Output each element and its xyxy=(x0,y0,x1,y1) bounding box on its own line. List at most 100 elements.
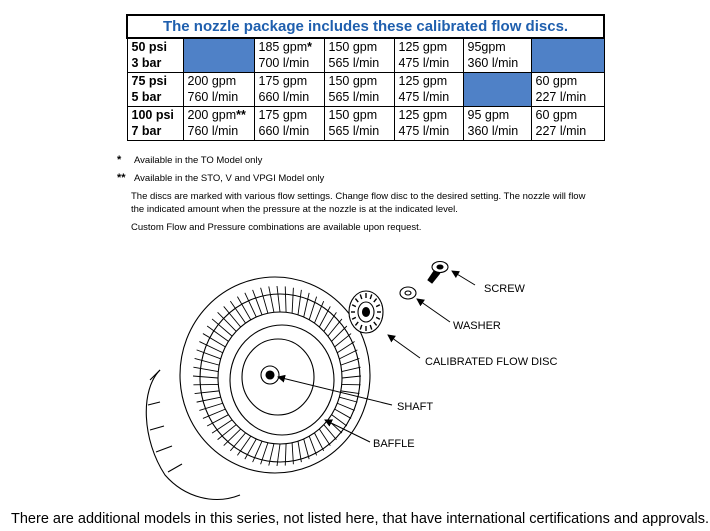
ring-tooth xyxy=(237,296,252,321)
gpm-value: 60 gpm xyxy=(535,74,578,88)
custom-flow-paragraph: Custom Flow and Pressure combinations ar… xyxy=(131,222,422,233)
baffle-leader xyxy=(324,419,371,443)
bar-value: 7 bar xyxy=(131,124,162,138)
ring-tooth xyxy=(202,408,226,419)
lpm-value: 565 l/min xyxy=(328,56,380,70)
ring-tooth xyxy=(229,300,246,324)
lpm-value: 360 l/min xyxy=(467,56,519,70)
lpm-value: 660 l/min xyxy=(258,124,310,138)
ring-tooth xyxy=(314,432,325,452)
bumper-ring xyxy=(179,276,371,474)
footnote-symbol: * xyxy=(117,154,122,166)
screw-label: SCREW xyxy=(484,283,525,295)
ring-tooth xyxy=(323,424,337,440)
gpm-value: 175 gpm xyxy=(258,74,308,88)
table-title: The nozzle package includes these calibr… xyxy=(125,14,606,39)
ring-tooth xyxy=(323,312,337,332)
flow-cell: 60 gpm 227 l/min xyxy=(530,72,605,107)
ring-tooth xyxy=(318,306,331,328)
shaft-label: SHAFT xyxy=(397,401,434,413)
ring-tooth xyxy=(194,390,220,395)
gpm-value: 150 gpm xyxy=(328,74,378,88)
disc-instructions-paragraph: The discs are marked with various flow s… xyxy=(131,191,586,215)
flow-cell: 200 gpm 760 l/min xyxy=(182,72,255,107)
ring-tooth xyxy=(339,396,358,403)
flow-cell: 150 gpm 565 l/min xyxy=(323,37,395,73)
ring-tooth xyxy=(334,333,352,348)
disc-marking xyxy=(369,294,373,300)
gpm-value: 150 gpm xyxy=(328,108,378,122)
ring-tooth xyxy=(314,300,325,324)
ring-tooth xyxy=(194,358,220,366)
lpm-value: 660 l/min xyxy=(258,90,310,104)
availability-mark: * xyxy=(307,40,313,54)
lpm-value: 760 l/min xyxy=(187,124,239,138)
disc-marking xyxy=(359,294,363,300)
ring-tooth xyxy=(276,285,281,313)
psi-value: 100 psi xyxy=(131,108,174,122)
ring-tooth xyxy=(284,286,287,313)
unavailable-cell xyxy=(530,37,605,73)
baffle-label: BAFFLE xyxy=(373,438,415,450)
ring-tooth xyxy=(268,286,275,313)
ring-tooth xyxy=(223,428,241,446)
screw-leader xyxy=(451,270,476,286)
footnote-symbol: ** xyxy=(117,172,126,184)
ring-tooth xyxy=(308,296,318,320)
ring-tooth xyxy=(202,333,226,348)
ring-tooth xyxy=(244,292,257,318)
bar-value: 3 bar xyxy=(131,56,162,70)
ring-tooth xyxy=(252,289,263,316)
ring-tooth xyxy=(303,438,310,460)
ring-tooth xyxy=(297,441,302,463)
ring-tooth xyxy=(318,428,331,446)
footnote-text: Available in the STO, V and VPGI Model o… xyxy=(134,173,325,184)
ring-tooth xyxy=(196,349,221,360)
ring-tooth xyxy=(341,366,361,372)
ring-tooth xyxy=(339,349,358,360)
ring-tooth xyxy=(199,402,223,411)
gpm-value: 150 gpm xyxy=(328,40,378,54)
washer-label: WASHER xyxy=(453,320,501,332)
ring-tooth xyxy=(223,306,242,328)
flow-cell: 175 gpm 660 l/min xyxy=(253,72,325,107)
lpm-value: 760 l/min xyxy=(187,90,239,104)
lpm-value: 565 l/min xyxy=(328,90,380,104)
ring-tooth xyxy=(199,341,223,354)
footnote-double-star: ** Available in the STO, V and VPGI Model… xyxy=(117,172,324,185)
ring-tooth xyxy=(276,443,281,467)
ring-tooth xyxy=(327,318,343,337)
ring-tooth xyxy=(340,390,360,395)
gpm-value: 125 gpm xyxy=(398,40,448,54)
disc-marking xyxy=(373,321,378,326)
ring-tooth xyxy=(260,287,269,314)
flow-cell: 150 gpm 565 l/min xyxy=(323,72,395,107)
gpm-value: 95gpm xyxy=(467,40,506,54)
lpm-value: 475 l/min xyxy=(398,124,450,138)
ring-tooth xyxy=(252,440,263,463)
ring-tooth xyxy=(284,443,287,466)
gpm-value: 200 gpm** xyxy=(187,108,246,122)
ring-tooth xyxy=(244,438,257,460)
washer-leader xyxy=(416,298,451,323)
ring-tooth xyxy=(229,432,246,452)
disc-marking xyxy=(375,316,381,320)
gpm-value: 200 gpm xyxy=(187,74,237,88)
ring-tooth xyxy=(206,414,229,427)
gpm-value: 125 gpm xyxy=(398,74,448,88)
disc-marking xyxy=(351,316,357,320)
footnote-text: Available in the TO Model only xyxy=(134,155,263,166)
ring-tooth xyxy=(340,358,360,366)
lpm-value: 227 l/min xyxy=(535,90,587,104)
screw xyxy=(427,260,449,284)
gpm-value: 95 gpm xyxy=(467,108,510,122)
ring-tooth xyxy=(334,408,352,419)
flow-disc-table: The nozzle package includes these calibr… xyxy=(125,14,606,141)
